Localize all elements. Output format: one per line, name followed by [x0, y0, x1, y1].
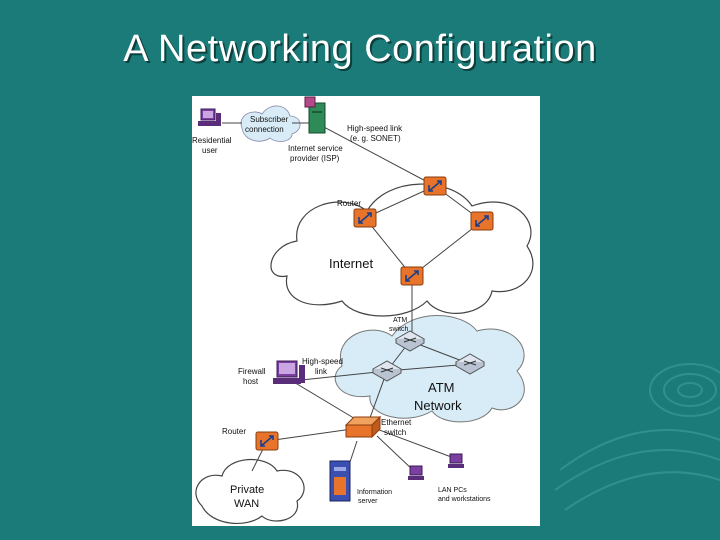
router-bottom-label: Router [222, 427, 246, 436]
firewall-host-workstation-icon [273, 360, 305, 384]
atm-switch-label: ATM switch [389, 317, 409, 333]
router-icon [353, 208, 377, 228]
router-icon [400, 266, 424, 286]
firewall-host-label: Firewall host [238, 367, 268, 386]
subscriber-connection-label: Subscriber connection [245, 115, 290, 134]
information-server-label: Information server [357, 489, 394, 505]
atm-network-cloud [334, 315, 525, 423]
residential-user-workstation-icon [198, 108, 221, 126]
private-wan-label: Private WAN [230, 484, 267, 510]
router-icon [255, 431, 279, 451]
private-wan-cloud [195, 458, 305, 524]
slide-title: A Networking Configuration [123, 28, 597, 70]
lan-pc-workstation-icon [408, 465, 424, 480]
high-speed-link-top-label: High-speed link (e. g. SONET) [347, 124, 404, 143]
ethernet-switch-label: Ethernet switch [381, 418, 413, 437]
isp-server-icon [304, 96, 326, 134]
internet-label: Internet [329, 256, 373, 271]
router-top-label: Router [337, 199, 361, 208]
ethernet-switch-icon [344, 415, 382, 439]
high-speed-link-mid-label: High-speed link [302, 357, 345, 376]
information-server-icon [329, 460, 351, 502]
lan-pc-workstation-icon [448, 453, 464, 468]
atm-network-label: ATM Network [414, 380, 462, 413]
internet-cloud [270, 183, 534, 317]
router-icon [423, 176, 447, 196]
isp-label: Internet service provider (ISP) [288, 144, 345, 163]
network-diagram-canvas: Residential user Subscriber connection I… [192, 96, 534, 524]
lan-pcs-label: LAN PCs and workstations [438, 487, 491, 503]
network-diagram: Residential user Subscriber connection I… [192, 96, 540, 526]
residential-user-label: Residential user [192, 136, 234, 155]
router-icon [470, 211, 494, 231]
